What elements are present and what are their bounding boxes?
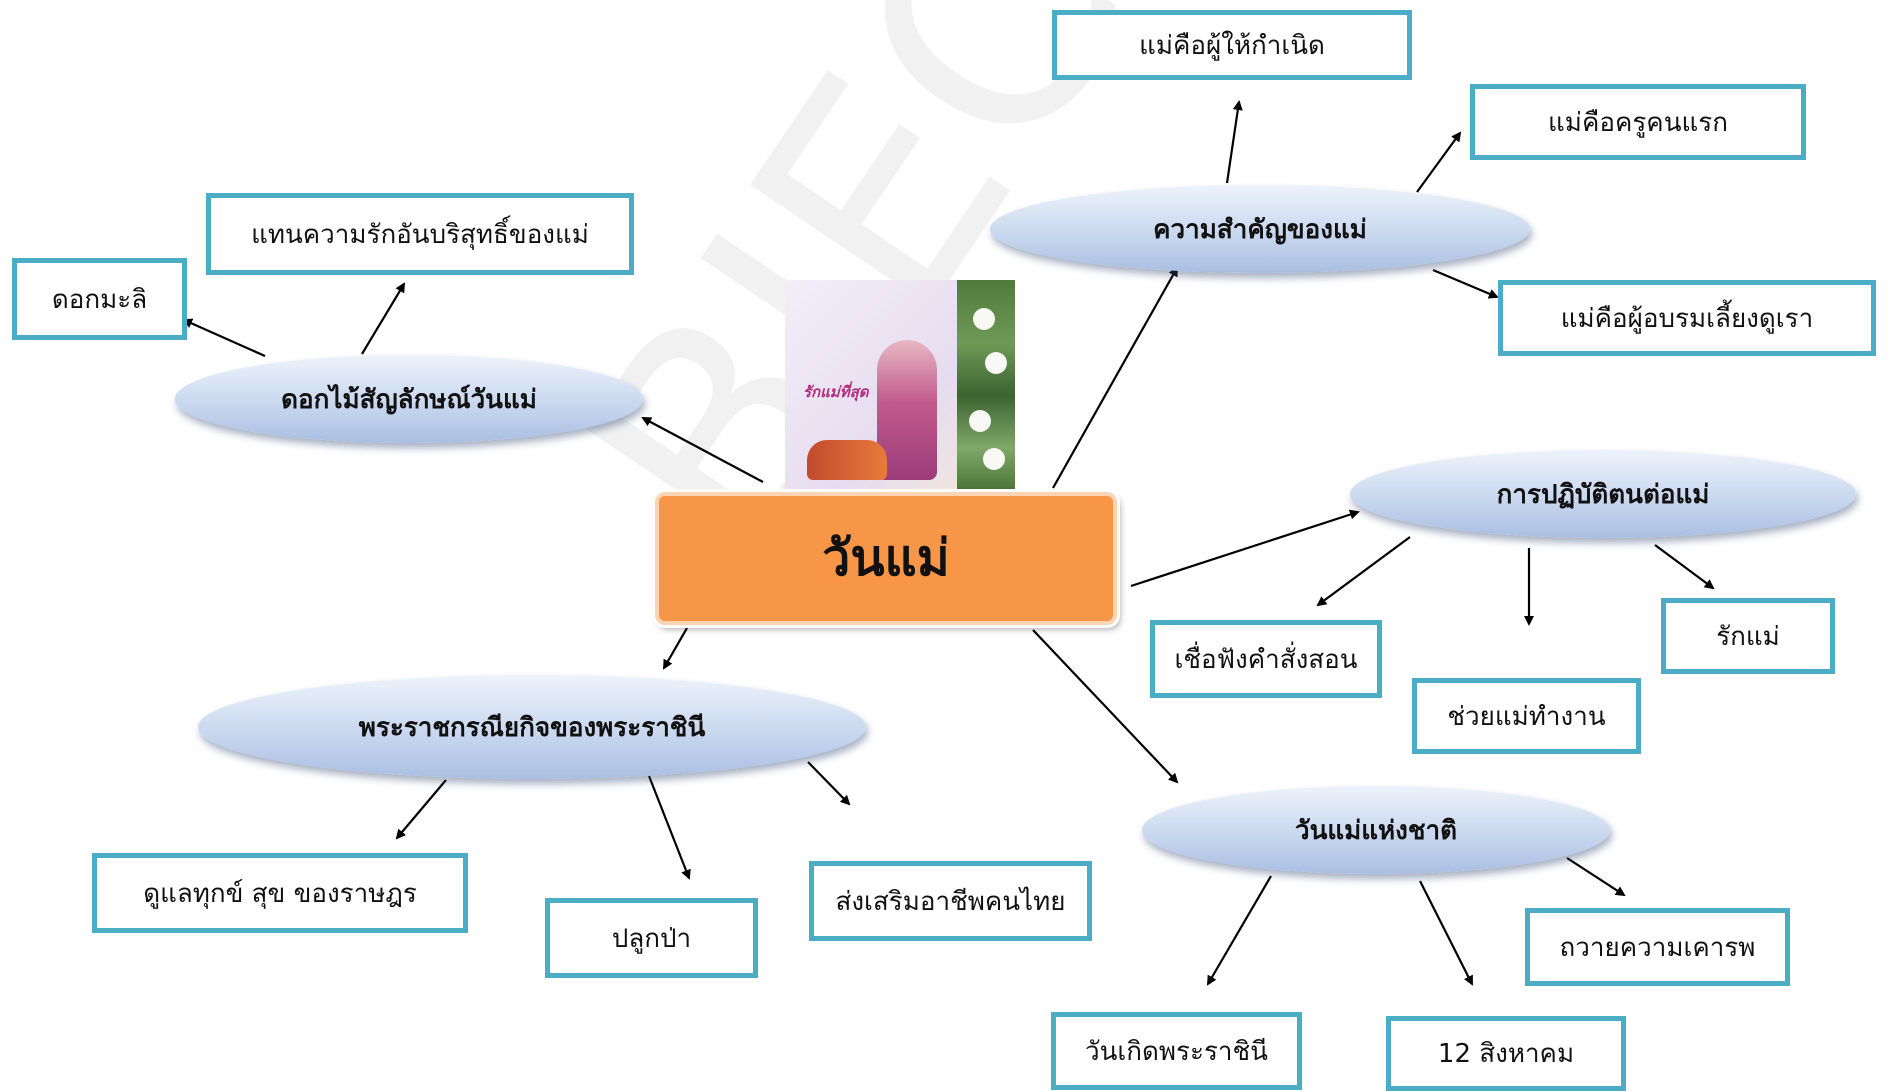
- node-giver-of-birth: แม่คือผู้ให้กำเนิด: [1052, 10, 1412, 80]
- node-jasmine: ดอกมะลิ: [12, 258, 187, 340]
- node-queen-birthday: วันเกิดพระราชินี: [1051, 1012, 1302, 1090]
- branch-practice: การปฏิบัติตนต่อแม่: [1350, 450, 1856, 538]
- arrow-center-to-importance: [1052, 266, 1178, 489]
- arrow-national-to-respect: [1566, 857, 1626, 897]
- jasmine-flower-icon: [969, 410, 991, 432]
- mother-figure: [877, 340, 937, 480]
- branch-royal-duties: พระราชกรณียกิจของพระราชินี: [198, 675, 866, 779]
- arrow-flower-to-meaning: [361, 282, 406, 355]
- image-caption: รักแม่ที่สุด: [803, 383, 869, 401]
- jasmine-flower-icon: [983, 448, 1005, 470]
- node-help-mother: ช่วยแม่ทำงาน: [1412, 678, 1641, 754]
- arrow-center-to-royal: [663, 627, 688, 670]
- arrow-national-to-date: [1419, 880, 1473, 986]
- arrow-importance-to-teacher: [1416, 131, 1462, 193]
- node-pay-respect: ถวายความเคารพ: [1525, 908, 1790, 986]
- node-first-teacher: แม่คือครูคนแรก: [1470, 84, 1806, 160]
- arrow-practice-to-obey: [1316, 536, 1411, 607]
- jasmine-flower-icon: [985, 352, 1007, 374]
- arrow-center-to-national: [1032, 629, 1179, 784]
- arrow-royal-to-forest: [647, 775, 691, 880]
- branch-flower: ดอกไม้สัญลักษณ์วันแม่: [175, 355, 643, 443]
- branch-national-day: วันแม่แห่งชาติ: [1142, 786, 1610, 874]
- node-promote-careers: ส่งเสริมอาชีพคนไทย: [809, 861, 1092, 941]
- arrow-royal-to-career: [807, 761, 851, 806]
- mother-child-image: รักแม่ที่สุด: [785, 280, 1015, 490]
- arrow-royal-to-care: [395, 779, 447, 840]
- child-figure: [807, 440, 887, 480]
- arrow-practice-to-love: [1654, 544, 1715, 590]
- node-august-12: 12 สิงหาคม: [1386, 1016, 1626, 1091]
- arrow-importance-to-nurture: [1432, 268, 1499, 299]
- arrow-national-to-birthday: [1206, 875, 1272, 986]
- node-love-mother: รักแม่: [1661, 598, 1835, 674]
- center-topic: วันแม่: [655, 492, 1117, 625]
- arrow-center-to-practice: [1130, 509, 1360, 588]
- arrow-importance-to-birth: [1225, 100, 1243, 184]
- node-obey-teaching: เชื่อฟังคำสั่งสอน: [1150, 620, 1382, 698]
- node-pure-love: แทนความรักอันบริสุทธิ์ของแม่: [206, 193, 634, 275]
- arrow-center-to-flower: [641, 417, 764, 483]
- node-care-for-people: ดูแลทุกข์ สุข ของราษฎร: [92, 853, 468, 933]
- node-plant-forest: ปลูกป่า: [545, 898, 758, 978]
- branch-importance: ความสำคัญของแม่: [990, 185, 1530, 273]
- node-nurturer: แม่คือผู้อบรมเลี้ยงดูเรา: [1498, 280, 1876, 356]
- arrow-flower-to-jasmine: [182, 318, 266, 358]
- jasmine-flower-icon: [973, 308, 995, 330]
